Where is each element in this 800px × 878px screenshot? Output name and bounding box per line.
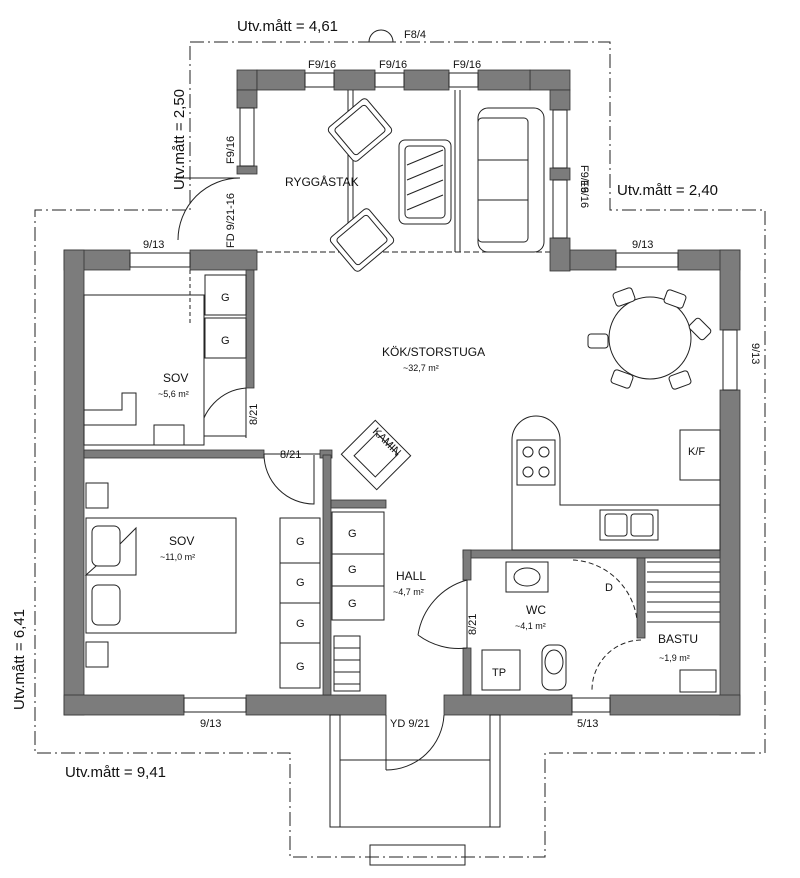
window-label-right-a: F9/16: [578, 165, 590, 193]
window-label-sov-top: 9/13: [143, 239, 164, 251]
kitchen-furniture: [340, 287, 721, 551]
wardrobe-label: G: [296, 618, 305, 630]
room-name-hall: HALL: [396, 569, 426, 583]
sov-small-furniture: [83, 270, 247, 446]
room-area-sov-small: ~5,6 m²: [158, 389, 189, 399]
porch: [329, 714, 501, 866]
wardrobe-label: G: [348, 528, 357, 540]
wardrobe-label: G: [296, 577, 305, 589]
window-label-right-b: F9/16: [578, 180, 590, 208]
window-label-left-door: FD 9/21-16: [225, 193, 237, 248]
dim-top: Utv.mått = 4,61: [237, 18, 338, 35]
window-label-kok-top: 9/13: [632, 239, 653, 251]
room-name-sov-large: SOV: [169, 534, 194, 548]
wardrobe-label: G: [296, 661, 305, 673]
room-area-wc: ~4,1 m²: [515, 621, 546, 631]
room-name-kok: KÖK/STORSTUGA: [382, 345, 485, 359]
windows: [129, 72, 738, 713]
wc-furniture: [481, 561, 720, 693]
dim-bottom: Utv.mått = 9,41: [65, 764, 166, 781]
window-label-top-a: F9/16: [308, 59, 336, 71]
room-name-bastu: BASTU: [658, 632, 698, 646]
wardrobe-label: G: [348, 564, 357, 576]
roof-hatch-icon: [368, 29, 394, 43]
dryer-label: TP: [492, 667, 506, 679]
door-label-wc: 8/21: [467, 614, 479, 635]
walls: [63, 69, 741, 716]
room-area-kok: ~32,7 m²: [403, 363, 439, 373]
wardrobe-label: G: [221, 335, 230, 347]
sov-large-furniture: [84, 482, 321, 689]
dim-left-upper: Utv.mått = 2,50: [171, 89, 188, 190]
roof-outline: [34, 41, 766, 858]
room-name-ryggastak: RYGGÅSTAK: [285, 174, 359, 189]
door-label-sov-large: 8/21: [280, 449, 301, 461]
window-label-bottom-left: 9/13: [200, 718, 221, 730]
dim-left-main: Utv.mått = 6,41: [11, 609, 28, 710]
door-label-sov-small: 8/21: [248, 404, 260, 425]
window-label-bottom-right: 5/13: [577, 718, 598, 730]
wardrobe-label: G: [221, 292, 230, 304]
window-label-top-c: F9/16: [453, 59, 481, 71]
shower-label: D: [605, 582, 613, 594]
window-label-top-b: F9/16: [379, 59, 407, 71]
window-label-right-side: 9/13: [749, 343, 761, 364]
room-name-sov-small: SOV: [163, 371, 188, 385]
wardrobe-label: G: [348, 598, 357, 610]
dim-right-upper: Utv.mått = 2,40: [617, 182, 718, 199]
window-label-left-a: F9/16: [225, 136, 237, 164]
room-area-sov-large: ~11,0 m²: [160, 552, 195, 562]
room-area-hall: ~4,7 m²: [393, 587, 424, 597]
fridge-freezer-label: K/F: [688, 446, 705, 458]
wardrobe-label: G: [296, 536, 305, 548]
room-area-bastu: ~1,9 m²: [659, 653, 690, 663]
hall-furniture: [331, 511, 385, 692]
ryggastak-furniture: [327, 98, 545, 272]
door-label-entry: YD 9/21: [390, 718, 430, 730]
dim-top-fixture: F8/4: [404, 29, 426, 41]
room-name-wc: WC: [526, 603, 546, 617]
